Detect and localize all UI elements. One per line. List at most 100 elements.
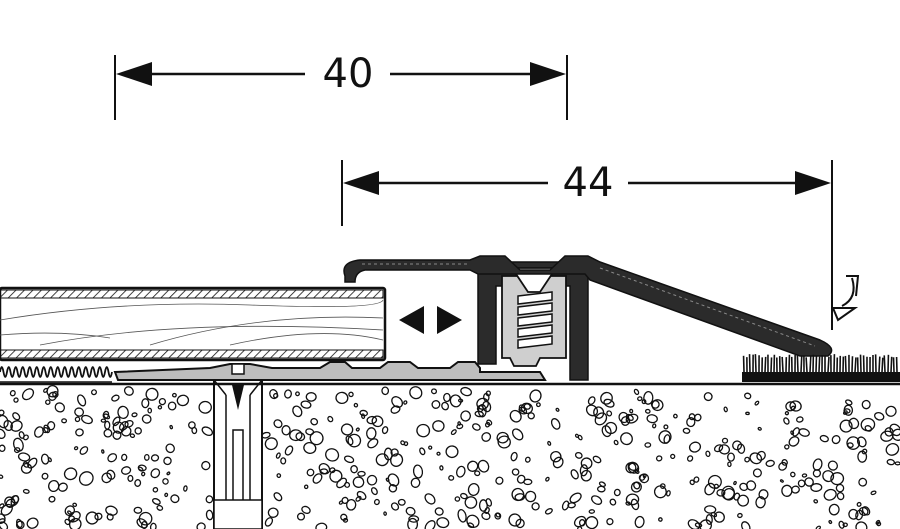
pebble bbox=[585, 516, 599, 529]
carpet-fiber bbox=[805, 357, 808, 373]
pebble bbox=[625, 413, 639, 424]
pebble bbox=[464, 496, 478, 509]
pebble bbox=[494, 512, 502, 520]
pebble bbox=[449, 394, 462, 408]
pebble bbox=[0, 518, 6, 524]
pebble bbox=[310, 417, 319, 426]
pebble bbox=[22, 488, 30, 494]
pebble bbox=[733, 480, 737, 486]
pebble bbox=[196, 522, 206, 529]
pebble bbox=[201, 426, 214, 437]
pebble bbox=[72, 502, 78, 507]
pebble bbox=[335, 391, 349, 405]
pebble bbox=[445, 445, 459, 459]
pebble bbox=[713, 511, 725, 523]
pebble bbox=[13, 447, 21, 454]
pebble bbox=[855, 509, 864, 521]
carpet-fiber bbox=[883, 355, 886, 373]
pebble bbox=[390, 453, 404, 467]
pebble bbox=[403, 400, 408, 405]
screw-thread bbox=[517, 335, 553, 349]
pebble bbox=[744, 456, 750, 463]
pebble bbox=[147, 407, 153, 414]
carpet-floor bbox=[742, 354, 900, 382]
pebble bbox=[289, 429, 303, 442]
pebble bbox=[408, 515, 420, 523]
pebble bbox=[455, 465, 466, 478]
pebble bbox=[831, 435, 841, 445]
pebble bbox=[592, 455, 602, 464]
pebble bbox=[467, 482, 480, 497]
screw-anchor bbox=[501, 267, 567, 367]
pebble bbox=[457, 508, 467, 523]
pebble bbox=[778, 461, 788, 471]
pebble bbox=[169, 424, 174, 430]
pebble bbox=[75, 428, 84, 437]
pebble bbox=[94, 512, 103, 521]
dimension-height: 44 bbox=[341, 160, 833, 330]
pebble bbox=[745, 411, 750, 416]
pebble bbox=[105, 505, 118, 516]
pebble bbox=[306, 468, 315, 477]
carpet-fiber bbox=[827, 356, 830, 373]
pebble bbox=[0, 513, 6, 525]
pebble bbox=[573, 515, 587, 528]
pebble bbox=[625, 493, 640, 506]
pebble bbox=[838, 520, 845, 529]
pebble bbox=[338, 500, 344, 505]
pebble bbox=[497, 435, 511, 449]
pebble bbox=[345, 435, 354, 446]
pebble bbox=[721, 437, 729, 444]
pebble bbox=[127, 474, 134, 482]
pebble bbox=[561, 500, 570, 511]
carpet-fiber bbox=[881, 357, 884, 373]
pebble bbox=[26, 517, 39, 529]
pebble bbox=[366, 427, 377, 440]
pebble bbox=[756, 450, 766, 461]
pebble bbox=[373, 498, 380, 506]
pebble bbox=[18, 431, 25, 439]
pebble bbox=[485, 390, 491, 397]
pebble bbox=[524, 456, 531, 463]
pebble bbox=[275, 452, 281, 459]
carpet-fiber bbox=[854, 357, 857, 373]
pebble bbox=[205, 509, 214, 521]
pebble bbox=[727, 461, 732, 468]
pebble bbox=[158, 397, 167, 406]
pebble bbox=[430, 388, 438, 395]
pebble bbox=[141, 414, 152, 424]
pebble bbox=[655, 455, 663, 462]
pebble bbox=[120, 426, 132, 437]
pebble bbox=[318, 462, 331, 475]
pebble bbox=[77, 394, 87, 407]
pebble bbox=[112, 416, 121, 427]
pebble bbox=[732, 440, 743, 451]
pebble bbox=[90, 389, 98, 396]
pebble bbox=[704, 505, 717, 514]
pebble bbox=[165, 443, 175, 454]
screw-thread bbox=[517, 291, 553, 305]
pebble bbox=[64, 505, 76, 517]
pebble bbox=[495, 476, 504, 485]
pebble bbox=[264, 517, 274, 527]
pebble bbox=[141, 520, 148, 529]
pebble bbox=[198, 400, 212, 414]
pebble bbox=[284, 389, 292, 399]
pebble bbox=[381, 426, 389, 435]
underlay-foam bbox=[0, 366, 113, 383]
pebble bbox=[27, 457, 38, 469]
pebble bbox=[474, 470, 481, 477]
pebble bbox=[391, 396, 404, 408]
pebble bbox=[741, 521, 751, 529]
pebble bbox=[509, 409, 522, 423]
pebble bbox=[457, 421, 462, 426]
pebble bbox=[0, 474, 4, 479]
pebble bbox=[156, 504, 164, 511]
pebble bbox=[620, 432, 633, 446]
pebble bbox=[101, 449, 105, 454]
pebble bbox=[46, 421, 56, 431]
pebble bbox=[629, 408, 634, 414]
pebble bbox=[121, 466, 132, 475]
pebble bbox=[644, 442, 652, 448]
pebble bbox=[570, 469, 579, 480]
